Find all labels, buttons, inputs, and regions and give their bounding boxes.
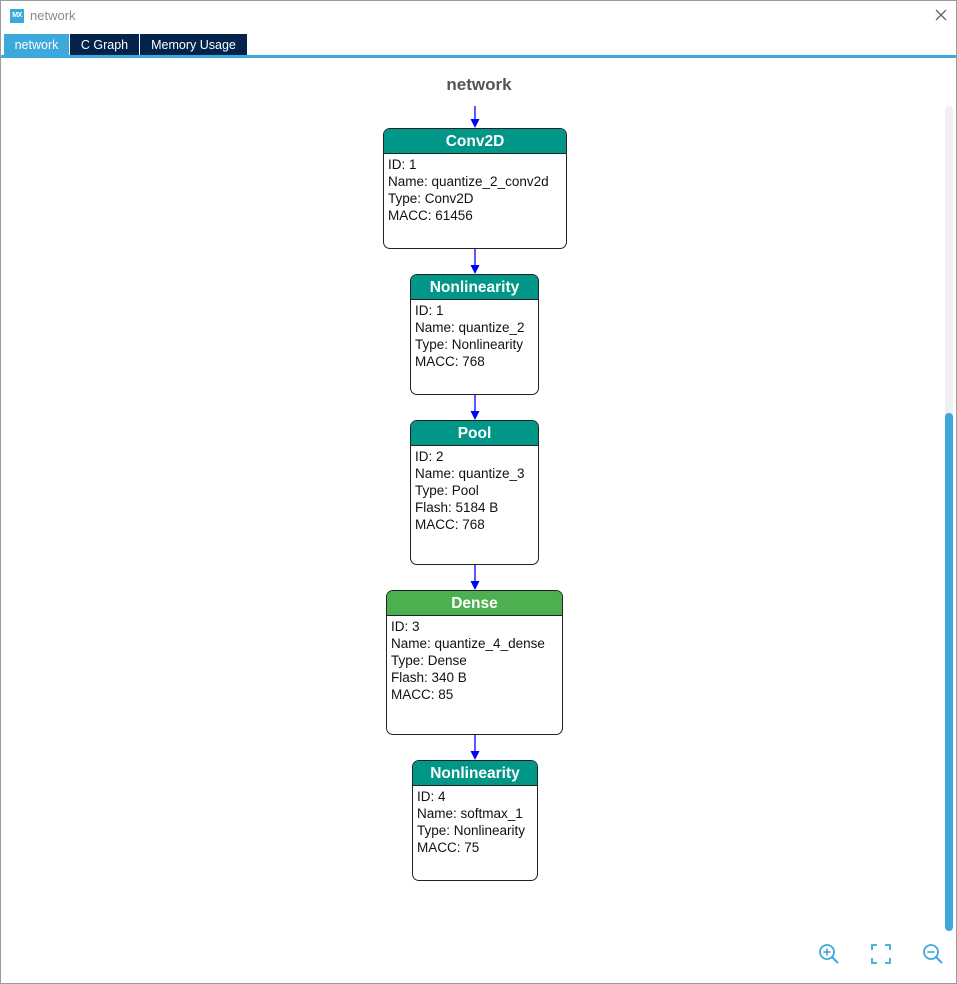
node-type: Type: Nonlinearity [417,823,526,838]
node-flash: Flash: 340 B [391,670,467,685]
node-id: ID: 2 [415,449,444,464]
node-macc: MACC: 75 [417,840,480,855]
node-name: Name: quantize_4_dense [391,636,545,651]
node-name: Name: quantize_2 [415,320,525,335]
edge-arrowhead [470,119,480,128]
node-type: Type: Pool [415,483,479,498]
node-name: Name: softmax_1 [417,806,523,821]
node-name: Name: quantize_2_conv2d [388,174,549,189]
app-logo-icon: MX [10,9,24,23]
node-details: ID: 2 Name: quantize_3 Type: Pool Flash:… [411,446,538,533]
edge-arrowhead [470,411,480,420]
node-header: Nonlinearity [411,275,538,300]
edge-arrowhead [470,581,480,590]
node-details: ID: 1 Name: quantize_2_conv2d Type: Conv… [384,154,566,224]
edge-arrowhead [470,751,480,760]
node-id: ID: 3 [391,619,420,634]
tab-network[interactable]: network [4,34,69,56]
node-header: Conv2D [384,129,566,154]
node-nonlinearity-4[interactable]: Nonlinearity ID: 4 Name: softmax_1 Type:… [412,760,538,881]
graph-title: network [446,75,512,94]
node-macc: MACC: 768 [415,517,485,532]
node-header: Pool [411,421,538,446]
edge-arrowhead [470,265,480,274]
node-pool[interactable]: Pool ID: 2 Name: quantize_3 Type: Pool F… [410,420,539,565]
node-type: Type: Conv2D [388,191,474,206]
tab-bar: network C Graph Memory Usage [1,34,956,56]
node-dense[interactable]: Dense ID: 3 Name: quantize_4_dense Type:… [386,590,563,735]
tab-memory-usage[interactable]: Memory Usage [140,34,247,56]
node-type: Type: Dense [391,653,467,668]
close-icon[interactable] [933,7,949,23]
vertical-scrollbar-thumb[interactable] [945,413,953,931]
node-macc: MACC: 61456 [388,208,473,223]
node-macc: MACC: 768 [415,354,485,369]
node-conv2d[interactable]: Conv2D ID: 1 Name: quantize_2_conv2d Typ… [383,128,567,249]
graph-canvas[interactable]: network Conv2D ID: 1 Name: quantize_2_co… [1,58,956,983]
node-details: ID: 1 Name: quantize_2 Type: Nonlinearit… [411,300,538,370]
tab-underline [1,55,956,58]
node-details: ID: 3 Name: quantize_4_dense Type: Dense… [387,616,562,703]
zoom-out-icon[interactable] [921,942,945,966]
node-details: ID: 4 Name: softmax_1 Type: Nonlinearity… [413,786,537,856]
node-id: ID: 1 [388,157,417,172]
zoom-in-icon[interactable] [817,942,841,966]
fit-to-screen-icon[interactable] [869,942,893,966]
node-macc: MACC: 85 [391,687,454,702]
graph-edges [470,106,480,760]
node-id: ID: 1 [415,303,444,318]
node-flash: Flash: 5184 B [415,500,499,515]
node-type: Type: Nonlinearity [415,337,524,352]
node-id: ID: 4 [417,789,446,804]
window-title: network [30,8,76,23]
node-header: Nonlinearity [413,761,537,786]
node-header: Dense [387,591,562,616]
node-name: Name: quantize_3 [415,466,525,481]
title-bar: MX network [1,1,956,32]
node-nonlinearity-1[interactable]: Nonlinearity ID: 1 Name: quantize_2 Type… [410,274,539,395]
tab-c-graph[interactable]: C Graph [70,34,139,56]
